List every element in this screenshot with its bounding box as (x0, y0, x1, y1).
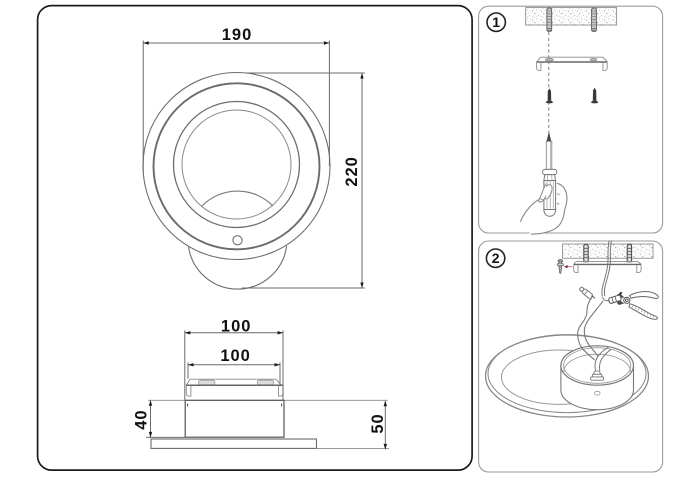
svg-text:2: 2 (492, 250, 500, 266)
svg-text:50: 50 (369, 413, 387, 433)
svg-text:40: 40 (133, 409, 151, 429)
svg-text:190: 190 (222, 26, 253, 44)
svg-text:220: 220 (343, 156, 361, 187)
svg-text:1: 1 (492, 14, 500, 30)
svg-text:100: 100 (221, 317, 252, 335)
svg-text:100: 100 (220, 347, 251, 365)
